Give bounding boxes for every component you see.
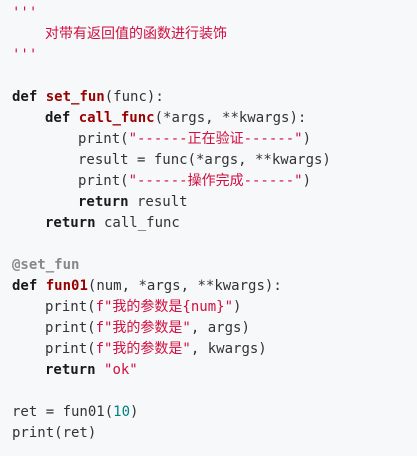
code-line-6: def call_func(*args, **kwargs): xyxy=(12,108,417,129)
code-line-9: print("------操作完成------") xyxy=(12,171,417,192)
code-text: result xyxy=(128,194,188,210)
code-line-8: result = func(*args, **kwargs) xyxy=(12,150,417,171)
code-text: ) xyxy=(233,299,242,315)
string-literal: "ok" xyxy=(104,362,138,378)
decorator: @set_fun xyxy=(12,257,80,273)
code-line-20: ret = fun01(10) xyxy=(12,402,417,423)
keyword: return xyxy=(78,194,129,210)
function-name: fun01 xyxy=(45,278,88,294)
number-literal: 10 xyxy=(113,404,131,420)
code-text: (func): xyxy=(104,89,164,105)
code-line-2: 对带有返回值的函数进行装饰 xyxy=(12,24,417,45)
function-name: call_func xyxy=(78,110,155,126)
code-line-7: print("------正在验证------") xyxy=(12,129,417,150)
code-line-14: def fun01(num, *args, **kwargs): xyxy=(12,276,417,297)
code-line-1: ''' xyxy=(12,3,417,24)
docstring-text: 对带有返回值的函数进行装饰 xyxy=(45,26,227,42)
code-line-17: print(f"我的参数是", kwargs) xyxy=(12,339,417,360)
code-text: , args) xyxy=(190,320,250,336)
code-line-19 xyxy=(12,381,417,402)
code-line-13: @set_fun xyxy=(12,255,417,276)
code-text: ) xyxy=(130,404,139,420)
code-text: print( xyxy=(45,341,96,357)
code-line-3: ''' xyxy=(12,45,417,66)
keyword: def xyxy=(12,278,38,294)
code-line-18: return "ok" xyxy=(12,360,417,381)
code-line-16: print(f"我的参数是", args) xyxy=(12,318,417,339)
code-text: print( xyxy=(78,131,129,147)
code-line-12 xyxy=(12,234,417,255)
code-text: (num, *args, **kwargs): xyxy=(87,278,282,294)
code-text: ) xyxy=(302,173,312,189)
code-text: print(ret) xyxy=(12,425,97,441)
code-text: ret = fun01( xyxy=(12,404,114,420)
code-text: (*args, **kwargs): xyxy=(154,110,307,126)
code-line-5: def set_fun(func): xyxy=(12,87,417,108)
keyword: return xyxy=(45,362,96,378)
keyword: return xyxy=(45,215,96,231)
code-text: , kwargs) xyxy=(190,341,267,357)
docstring-open: ''' xyxy=(12,5,38,21)
keyword: def xyxy=(12,89,38,105)
code-line-15: print(f"我的参数是{num}") xyxy=(12,297,417,318)
code-line-10: return result xyxy=(12,192,417,213)
string-literal: "------正在验证------" xyxy=(128,131,303,147)
code-text: call_func xyxy=(95,215,180,231)
code-line-21: print(ret) xyxy=(12,423,417,444)
string-literal: f"我的参数是" xyxy=(95,320,191,336)
code-text: print( xyxy=(45,320,96,336)
string-literal: "------操作完成------" xyxy=(128,173,303,189)
string-literal: f"我的参数是{num}" xyxy=(95,299,234,315)
code-text: print( xyxy=(45,299,96,315)
code-line-4 xyxy=(12,66,417,87)
code-text: print( xyxy=(78,173,129,189)
keyword: def xyxy=(45,110,71,126)
function-name: set_fun xyxy=(45,89,105,105)
docstring-close: ''' xyxy=(12,47,38,63)
code-line-11: return call_func xyxy=(12,213,417,234)
code-text: ) xyxy=(302,131,312,147)
code-text: result = func(*args, **kwargs) xyxy=(78,152,331,168)
string-literal: f"我的参数是" xyxy=(95,341,191,357)
